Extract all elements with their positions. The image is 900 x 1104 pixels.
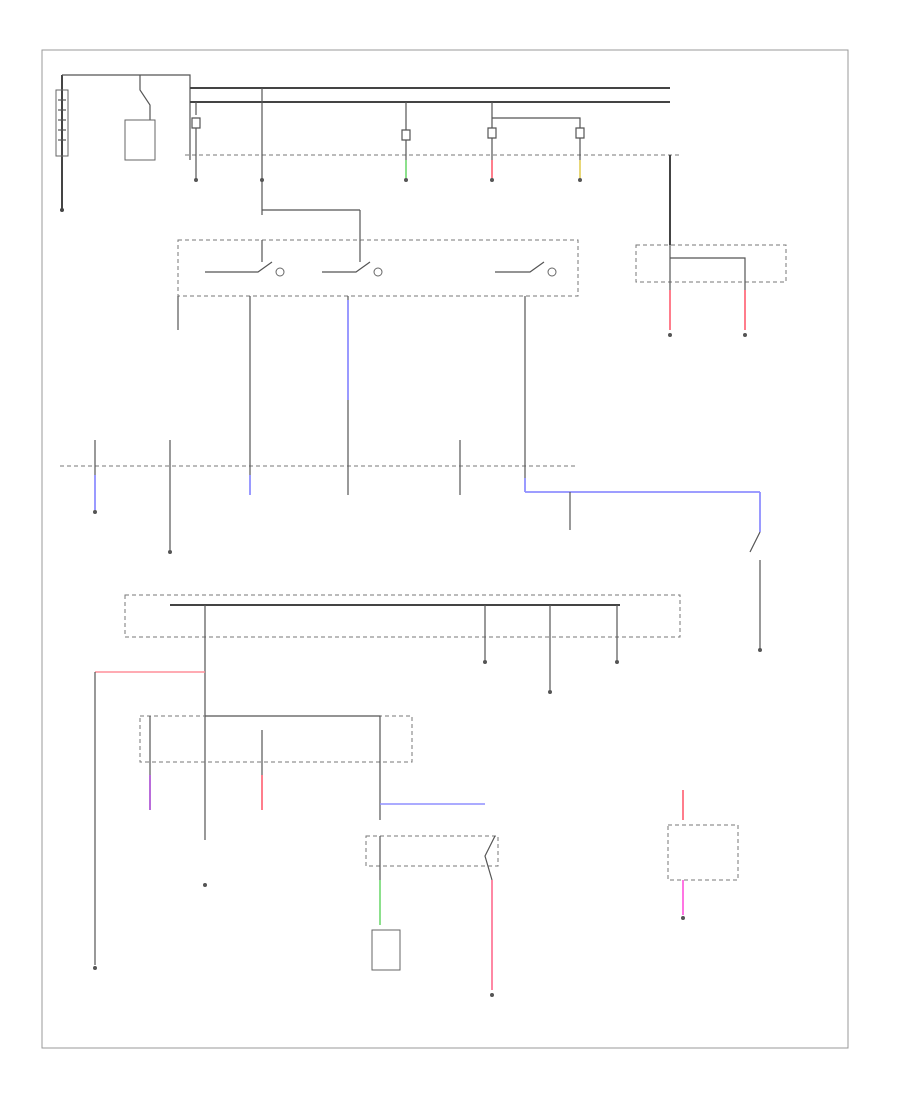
top-fuse-3 — [401, 102, 411, 182]
lower-fuse-box — [124, 594, 681, 638]
page-frame — [41, 49, 849, 1049]
ignition-contacts — [205, 240, 557, 277]
hazard-relay-box — [365, 835, 499, 867]
top-fuse-5 — [492, 117, 585, 182]
right-module-box — [667, 824, 739, 881]
top-fuse-1 — [191, 102, 201, 182]
cigarette-lighter-switch — [749, 531, 762, 652]
mid-fuses — [93, 430, 526, 554]
ignition-switch-box — [177, 239, 579, 297]
battery-symbol — [55, 75, 69, 212]
starter-symbol — [124, 75, 156, 161]
top-fuse-2 — [260, 88, 264, 215]
right-fuse-box — [635, 244, 787, 283]
top-fuse-4 — [487, 102, 497, 182]
